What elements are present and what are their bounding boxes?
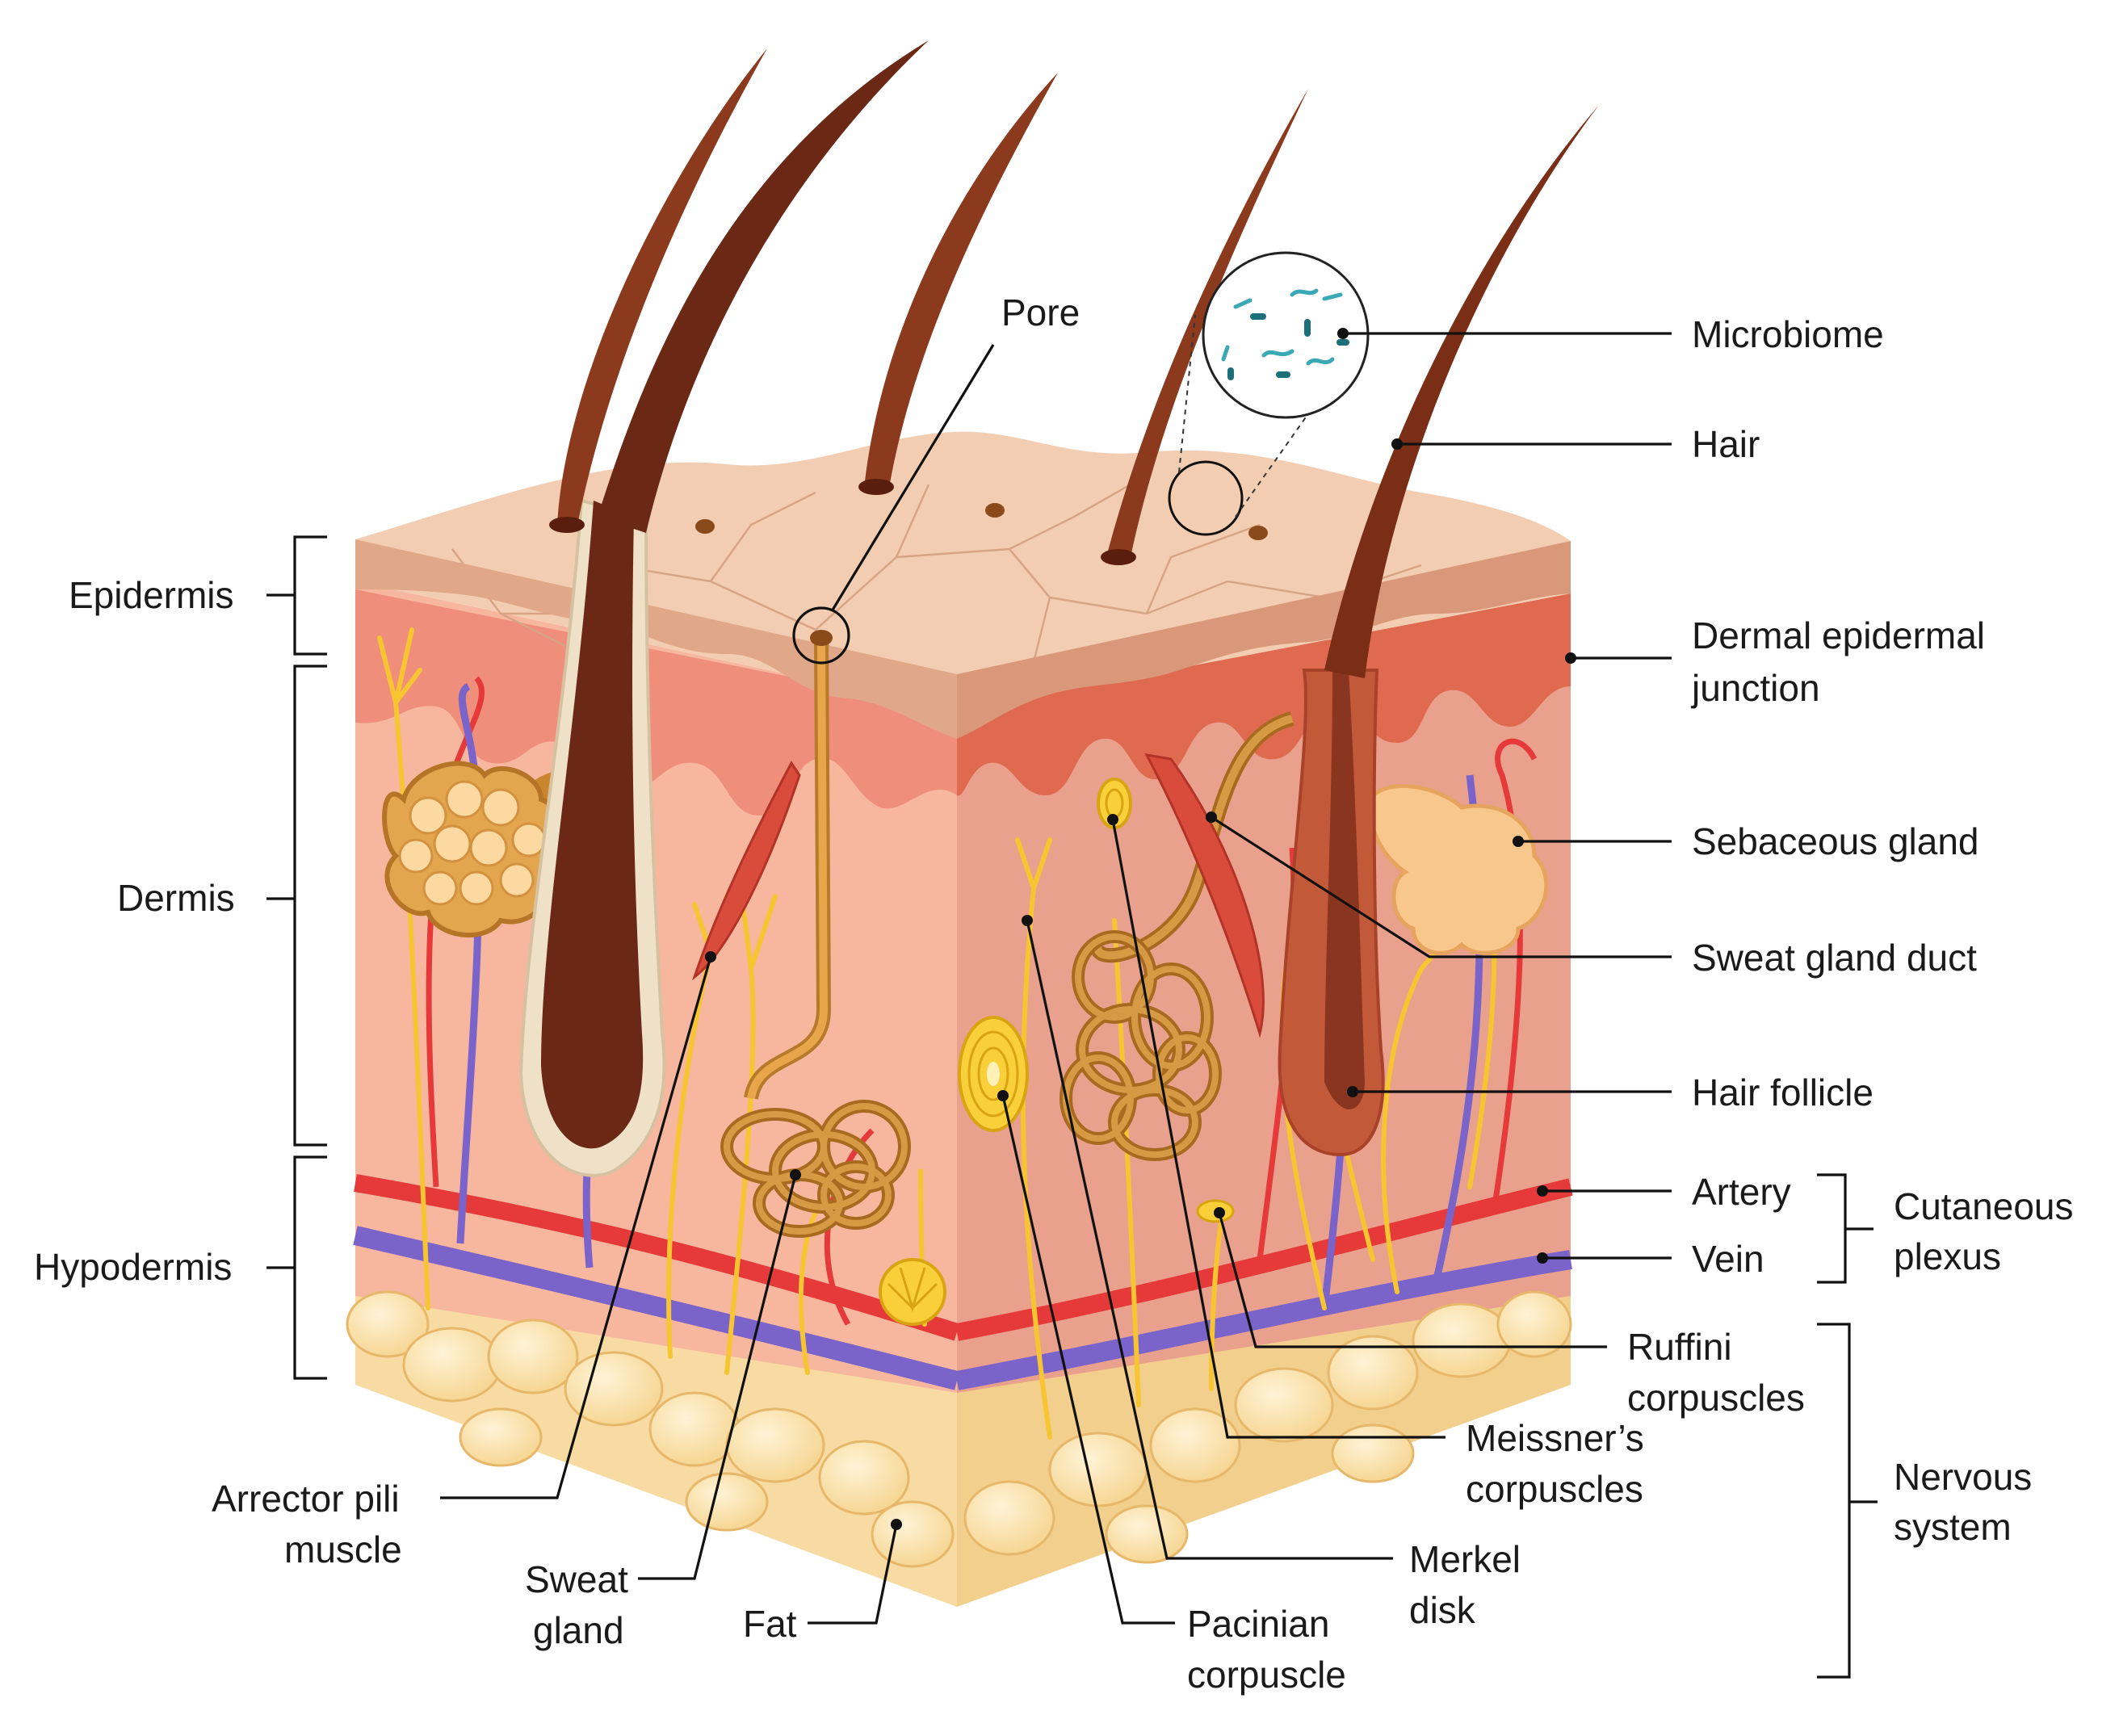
label-hair: Hair [1692,423,1760,465]
label-merkel-line2: disk [1409,1589,1476,1631]
vein-right [955,1250,1572,1390]
hair-shaft-3 [864,73,1058,493]
label-dej-line1: Dermal epidermal [1692,614,1985,656]
hair-root-right [1324,670,1365,1109]
hypodermis-bracket [266,1155,327,1380]
epidermis-left-edge [355,539,957,739]
epidermis-right-edge [957,541,1571,739]
label-ruffini-line2: corpuscles [1627,1377,1805,1419]
layer-brackets [266,535,1878,1679]
label-artery: Artery [1692,1171,1791,1213]
arrector-pili-left [692,761,801,981]
label-merkel-line1: Merkel [1409,1538,1521,1580]
label-microbiome: Microbiome [1692,313,1884,355]
artery-right [955,1178,1573,1341]
label-sweat-gland-line2: gland [533,1609,624,1651]
hair-shaft-2 [598,40,929,533]
hair-shaft-4 [1106,89,1308,557]
cutaneous-bracket [1817,1173,1874,1284]
sebaceous-gland-right [1368,783,1549,955]
label-sebaceous-gland: Sebaceous gland [1692,820,1979,862]
label-dermis: Dermis [117,877,235,919]
label-epidermis: Epidermis [69,574,234,616]
label-arrector-line2: muscle [284,1528,402,1570]
skin-pores [695,503,1268,646]
label-hypodermis: Hypodermis [34,1246,232,1288]
hair-shaft-5 [1324,105,1599,678]
hair-shaft-1 [557,48,767,525]
artery-left [354,1174,960,1341]
label-sweat-gland-line1: Sweat [525,1558,628,1600]
papillary-dermis-left [355,589,957,816]
skin-block [346,40,1599,1607]
label-hair-follicle: Hair follicle [1692,1071,1874,1113]
hair-follicle-left [541,501,644,1149]
microbe-icons [1221,288,1343,366]
label-cutaneous-line2: plexus [1894,1235,2001,1277]
hair-shafts [549,40,1599,678]
dendritic-corpuscle [879,1258,946,1326]
label-vein: Vein [1692,1238,1764,1280]
label-fat: Fat [743,1603,797,1645]
label-pacinian-line2: corpuscle [1187,1654,1346,1696]
fat-lobules [346,1290,1572,1568]
label-ruffini-line1: Ruffini [1627,1326,1732,1368]
dermis-bracket [266,665,327,1147]
label-arrector-line1: Arrector pili [212,1478,400,1520]
pacinian-corpuscle [958,1016,1029,1132]
arrector-pili-right [1144,753,1265,1038]
label-pore: Pore [1001,291,1080,333]
leader-lines [440,328,1672,1625]
nervous-bracket [1817,1323,1878,1679]
label-cutaneous-line1: Cutaneous [1894,1185,2074,1227]
microbiome-zoom [1168,251,1370,536]
label-nervous-line1: Nervous [1894,1456,2032,1498]
label-pacinian-line1: Pacinian [1187,1603,1329,1645]
papillary-dermis-right [957,593,1571,796]
sebaceous-gland-left [382,761,606,938]
epidermis-bracket [266,535,327,656]
labels: Pore Microbiome Hair Epidermis Dermis Hy… [34,291,2074,1696]
label-sweat-gland-duct: Sweat gland duct [1692,937,1977,979]
label-meissner-line1: Meissner’s [1466,1417,1644,1459]
label-nervous-line2: system [1894,1506,2012,1548]
label-dej-line2: junction [1690,667,1820,709]
vein-left [353,1226,959,1390]
label-meissner-line2: corpuscles [1466,1468,1643,1510]
